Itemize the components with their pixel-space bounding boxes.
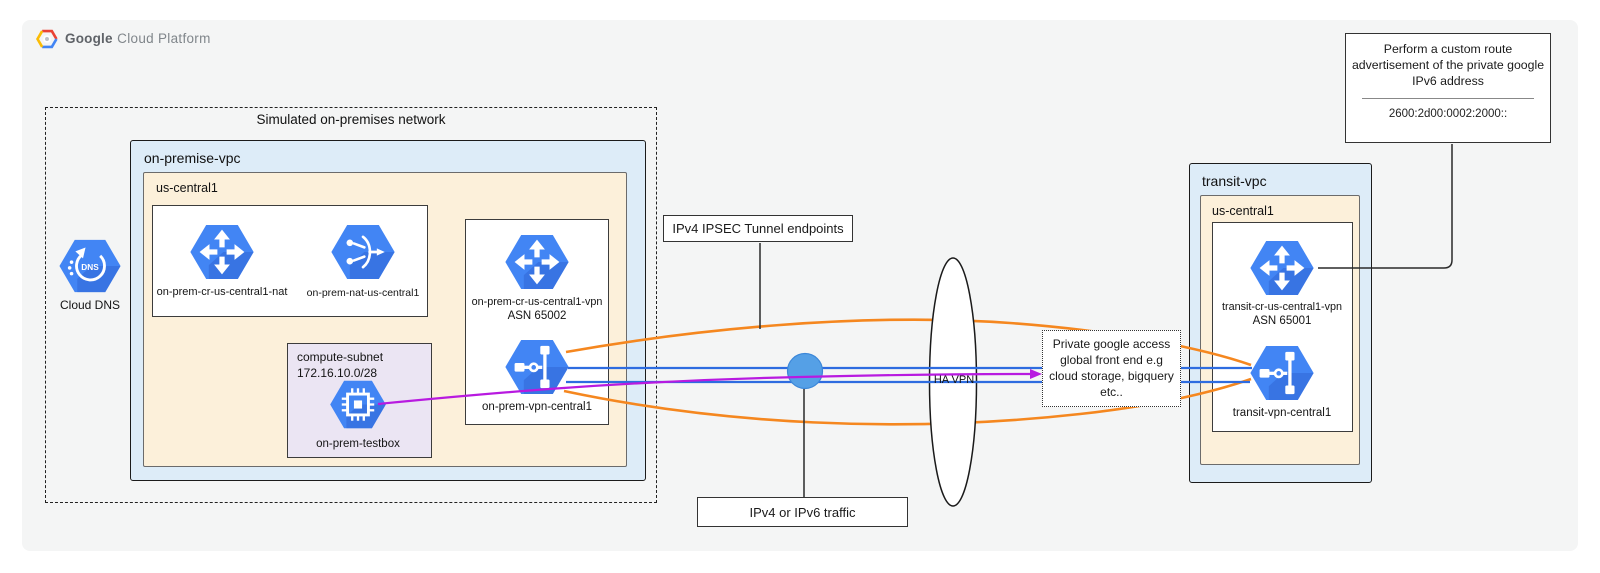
logo-product-text: Cloud Platform bbox=[117, 31, 211, 46]
cloud-router-icon bbox=[1249, 239, 1315, 297]
cloud-router-icon bbox=[189, 223, 255, 281]
private-google-access-box: Private google access global front end e… bbox=[1042, 330, 1181, 407]
gcp-logo-icon bbox=[36, 29, 58, 49]
custom-route-note-text: Perform a custom route advertisement of … bbox=[1351, 42, 1545, 88]
note-divider bbox=[1362, 98, 1534, 99]
cloud-nat-icon bbox=[330, 223, 396, 281]
logo-brand-text: Google bbox=[65, 31, 113, 46]
simulated-onprem-title: Simulated on-premises network bbox=[256, 112, 446, 127]
note-ipv6-address: 2600:2d00:0002:2000:: bbox=[1388, 108, 1508, 120]
custom-route-note: Perform a custom route advertisement of … bbox=[1345, 33, 1551, 143]
ipsec-endpoints-label: IPv4 IPSEC Tunnel endpoints bbox=[663, 215, 853, 242]
ha-vpn-label: HA VPN bbox=[933, 374, 975, 386]
compute-engine-icon bbox=[329, 379, 387, 430]
cloud-router-icon bbox=[504, 233, 570, 291]
cloud-vpn-icon bbox=[1249, 344, 1315, 402]
onprem-vpc-label: on-premise-vpc bbox=[144, 150, 241, 166]
transit-region-label: us-central1 bbox=[1212, 204, 1274, 218]
gcp-logo: Google Cloud Platform bbox=[36, 28, 211, 50]
cloud-vpn-icon bbox=[504, 338, 570, 396]
traffic-label: IPv4 or IPv6 traffic bbox=[697, 497, 908, 527]
svg-text:DNS: DNS bbox=[81, 263, 99, 272]
transit-vpc-label: transit-vpc bbox=[1202, 173, 1267, 189]
onprem-region-label: us-central1 bbox=[156, 181, 218, 195]
cloud-dns-icon: DNS bbox=[58, 238, 122, 294]
simulated-onprem-boundary bbox=[45, 107, 657, 503]
